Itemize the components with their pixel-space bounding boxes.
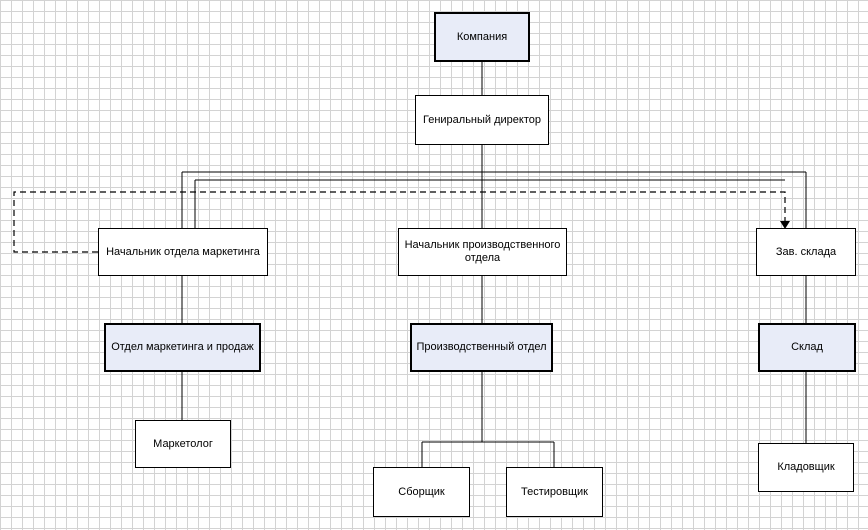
node-dept-production[interactable]: Производственный отдел <box>410 323 553 372</box>
node-dept-warehouse[interactable]: Склад <box>758 323 856 372</box>
node-dept-warehouse-label: Склад <box>791 341 823 353</box>
node-head-warehouse[interactable]: Зав. склада <box>756 228 856 276</box>
node-head-warehouse-label: Зав. склада <box>775 245 837 258</box>
node-company[interactable]: Компания <box>434 12 530 62</box>
node-assembler[interactable]: Сборщик <box>373 467 470 517</box>
node-assembler-label: Сборщик <box>398 485 445 498</box>
node-storekeeper[interactable]: Кладовщик <box>758 443 854 492</box>
node-dept-production-label: Производственный отдел <box>416 341 547 353</box>
node-company-label: Компания <box>456 30 508 43</box>
node-dept-marketing-label: Отдел маркетинга и продаж <box>111 341 254 353</box>
node-head-marketing-label: Начальник отдела маркетинга <box>106 245 260 258</box>
dashed-link-marketing-warehouse <box>13 191 786 253</box>
node-marketer-label: Маркетолог <box>153 437 213 450</box>
node-tester[interactable]: Тестировщик <box>506 467 603 517</box>
dashed-link-arrowhead-icon <box>780 221 790 229</box>
node-marketer[interactable]: Маркетолог <box>135 420 231 468</box>
node-head-marketing[interactable]: Начальник отдела маркетинга <box>98 228 268 276</box>
node-storekeeper-label: Кладовщик <box>777 461 835 473</box>
node-dept-marketing[interactable]: Отдел маркетинга и продаж <box>104 323 261 372</box>
node-head-production[interactable]: Начальник производственного отдела <box>398 228 567 276</box>
node-ceo-label: Гениральный директор <box>422 113 541 126</box>
node-head-production-label: Начальник производственного отдела <box>404 239 561 264</box>
node-tester-label: Тестировщик <box>521 485 588 498</box>
node-ceo[interactable]: Гениральный директор <box>415 95 549 145</box>
